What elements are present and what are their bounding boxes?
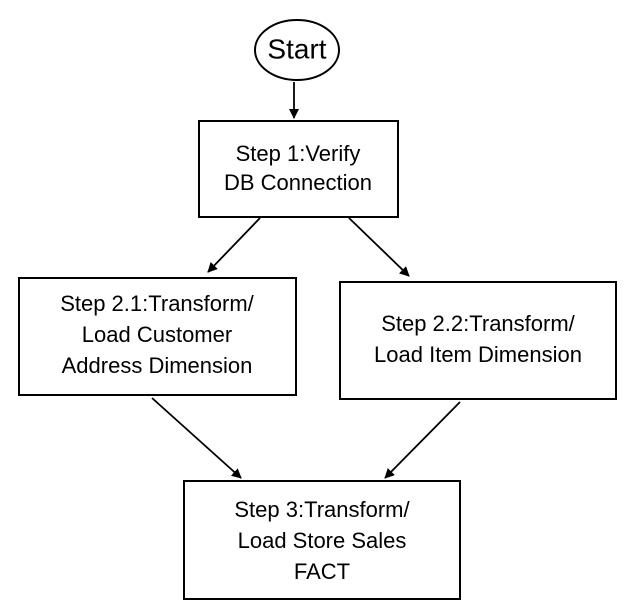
- step2-1-label-line3: Address Dimension: [62, 353, 253, 378]
- edge-step1-to-step2-2: [348, 217, 410, 277]
- step1-label-line2: DB Connection: [224, 170, 372, 195]
- start-ellipse: [254, 19, 340, 81]
- edge-step2-1-to-step3: [151, 397, 242, 479]
- step3-label-line3: FACT: [294, 559, 350, 584]
- step2-2-label-line2: Load Item Dimension: [374, 342, 582, 367]
- step2-1-node: Step 2.1:Transform/ Load Customer Addres…: [18, 277, 297, 396]
- step1-node: Step 1:Verify DB Connection: [198, 120, 399, 218]
- start-node: Start: [254, 19, 340, 81]
- step2-2-label-line1: Step 2.2:Transform/: [381, 311, 575, 336]
- start-label: Start: [267, 33, 326, 64]
- step2-2-node: Step 2.2:Transform/ Load Item Dimension: [339, 281, 617, 400]
- step2-2-box: [339, 281, 617, 400]
- step2-1-box: [18, 277, 297, 396]
- edge-step2-2-to-step3: [384, 401, 461, 479]
- step3-box: [183, 480, 461, 600]
- step2-1-label-line2: Load Customer: [82, 322, 232, 347]
- step3-label-line2: Load Store Sales: [238, 528, 407, 553]
- step3-node: Step 3:Transform/ Load Store Sales FACT: [183, 480, 461, 600]
- step3-label-line1: Step 3:Transform/: [234, 497, 410, 522]
- step2-1-label-line1: Step 2.1:Transform/: [60, 291, 254, 316]
- edge-step1-to-step2-1: [207, 217, 261, 273]
- step1-box: [198, 120, 399, 218]
- step1-label-line1: Step 1:Verify: [236, 141, 361, 166]
